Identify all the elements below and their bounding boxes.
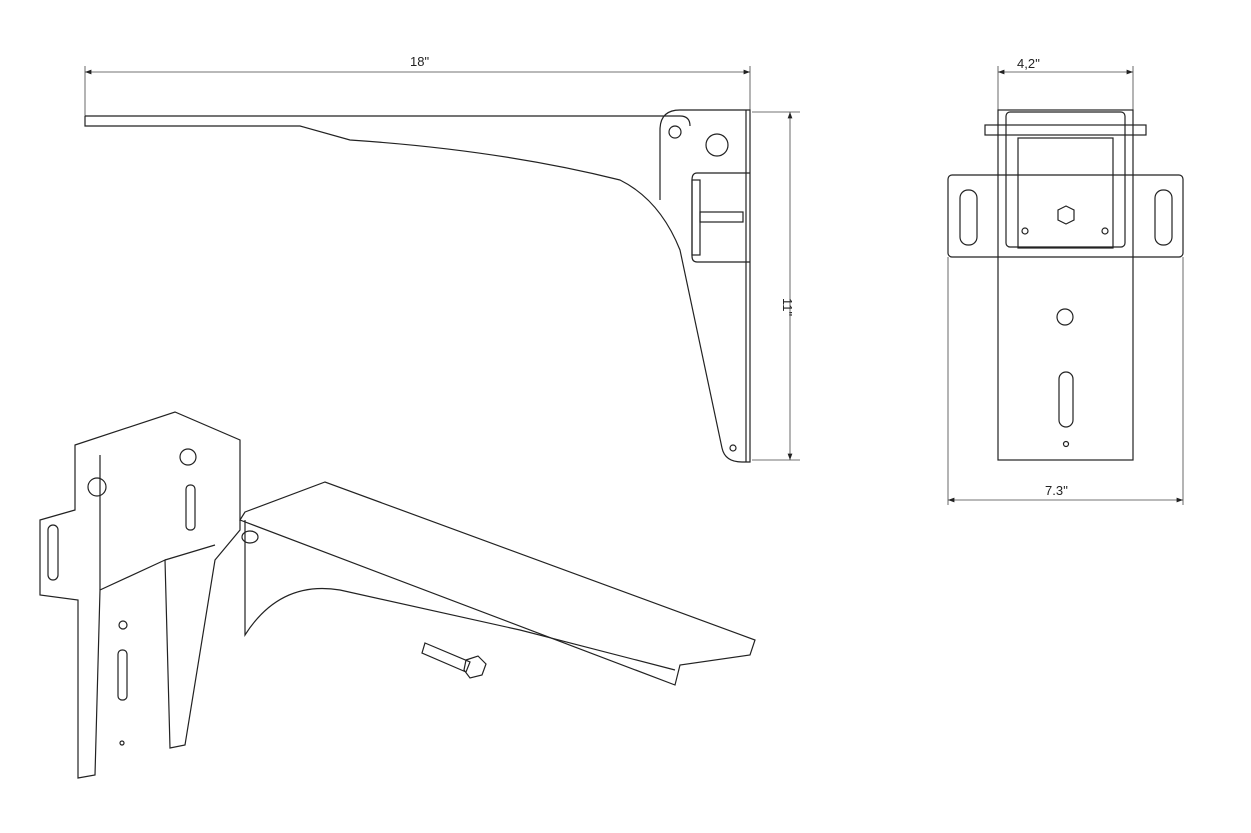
bottom-width-dimension-label: 7.3'' bbox=[1045, 483, 1068, 498]
bolt bbox=[421, 642, 487, 679]
isometric-wall-bracket bbox=[39, 411, 241, 779]
top-width-dimension-label: 4,2'' bbox=[1017, 56, 1040, 71]
front-view: 4,2'' 7.3'' bbox=[947, 56, 1184, 505]
height-dimension-label: 11" bbox=[780, 298, 795, 316]
isometric-support-arm bbox=[239, 481, 756, 686]
side-view: 18" 11" bbox=[84, 54, 800, 463]
width-dimension-label: 18" bbox=[410, 54, 429, 69]
